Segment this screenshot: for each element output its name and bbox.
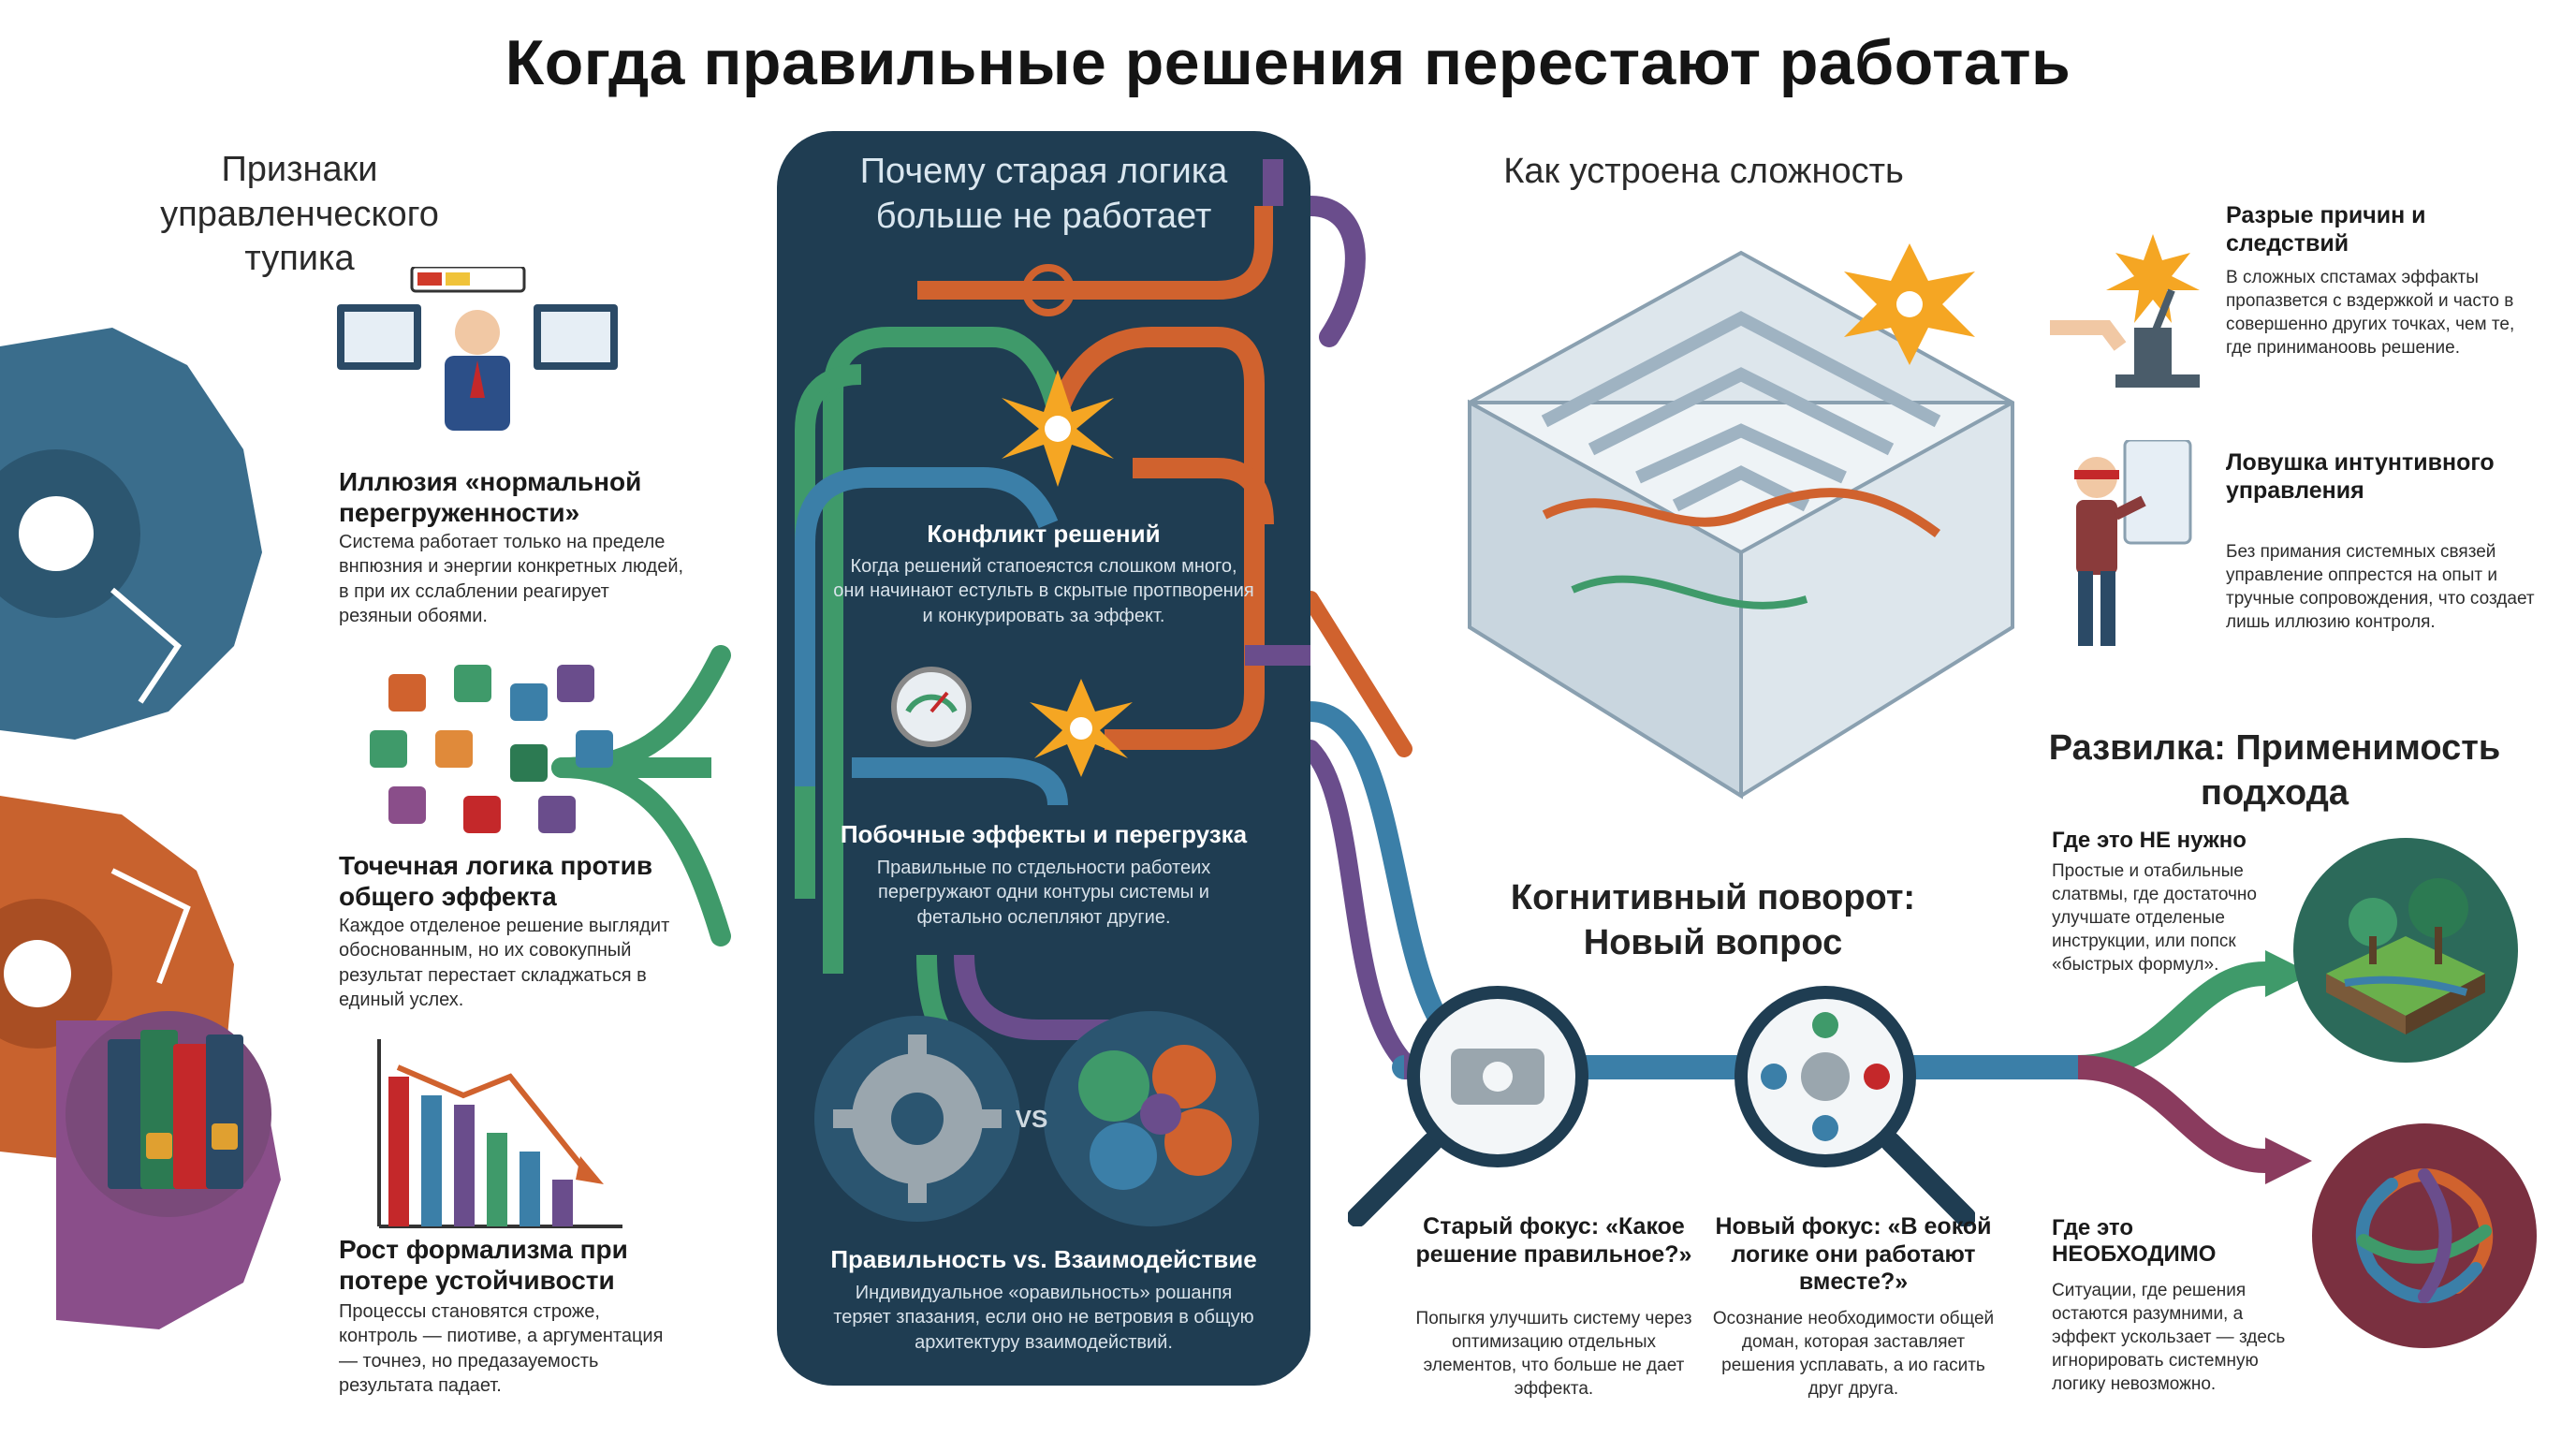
left-item-3-title: Рост формализма при потере устойчивости <box>339 1235 628 1296</box>
old-focus-title: Старый фокус: «Какое решение правильное?… <box>1415 1213 1692 1268</box>
complexity-item-1-title: Разрые причин и следствий <box>2226 202 2426 257</box>
magnifier-old-icon <box>1348 986 1588 1226</box>
lever-icon <box>2050 234 2200 388</box>
new-focus-text: Осознание необходимости общей доман, кот… <box>1712 1309 1995 1400</box>
fork-heading: Развилка: Применимость подхода <box>2048 728 2501 813</box>
center-item-3-title: Правильность vs. Взаимодействие <box>830 1245 1257 1273</box>
complexity-item-1-text: В сложных спстамах эффакты пропазвется с… <box>2226 268 2515 359</box>
blindfold-man-icon <box>2074 440 2192 646</box>
knot-icon <box>2312 1123 2537 1348</box>
pipes-icon <box>795 159 1310 1087</box>
center-item-2-title: Побочные эффекты и перегрузка <box>840 820 1248 848</box>
left-item-2-title: Точечная логика против общего эффекта <box>339 851 653 912</box>
not-needed-text: Простые и отабильные слатвмы, где достат… <box>2052 861 2257 976</box>
maze-icon <box>1468 243 2014 800</box>
complexity-heading: Как устроена сложность <box>1503 152 1904 191</box>
center-item-1-title: Конфликт решений <box>927 520 1161 548</box>
left-item-3-text: Процессы становятся строже, контроль — п… <box>339 1301 664 1397</box>
left-item-1-title: Иллюзия «нормальной перегруженности» <box>339 467 642 528</box>
complexity-item-2-title: Ловушка интунтивного управления <box>2226 449 2495 504</box>
puzzle-pieces-icon <box>370 665 613 833</box>
tree-island-icon <box>2293 838 2518 1063</box>
needed-text: Ситуации, где решения остаются разумними… <box>2052 1281 2286 1395</box>
magnifier-new-icon <box>1734 986 1975 1226</box>
not-needed-title: Где это НЕ нужно <box>2052 828 2247 853</box>
gauge-icon <box>891 667 972 747</box>
cognitive-heading: Когнитивный поворот: Новый вопрос <box>1510 878 1916 962</box>
needed-title: Где это НЕОБХОДИМО <box>2052 1215 2217 1268</box>
center-item-3-text: Индивидуальное «оравильность» рошанпя те… <box>833 1283 1254 1353</box>
center-item-1-text: Когда решений стапоеястся слошком много,… <box>833 556 1254 626</box>
left-item-1-text: Система работает только на пределе внпюз… <box>339 532 684 627</box>
center-item-2-text: Правильные по стдельности работеих перег… <box>876 858 1211 928</box>
declining-chart-icon <box>377 1039 622 1228</box>
gears-vs-icon <box>814 1011 1259 1226</box>
old-focus-text: Попыгкя улучшить систему через оптимизац… <box>1415 1309 1692 1400</box>
stressed-manager-icon <box>337 267 618 431</box>
vs-label: VS <box>1015 1105 1048 1133</box>
new-focus-title: Новый фокус: «В еокой логике они работаю… <box>1715 1213 1992 1295</box>
locked-books-icon <box>66 1011 271 1217</box>
center-heading: Почему старая логика больше не работает <box>859 152 1228 236</box>
complexity-item-2-text: Без примания системных связей управление… <box>2226 542 2535 633</box>
page-title: Когда правильные решения перестают работ… <box>505 27 2071 98</box>
left-item-2-text: Каждое отделеное решение выглядит обосно… <box>339 916 670 1011</box>
left-heading: Признаки управленческого тупика <box>160 150 439 278</box>
